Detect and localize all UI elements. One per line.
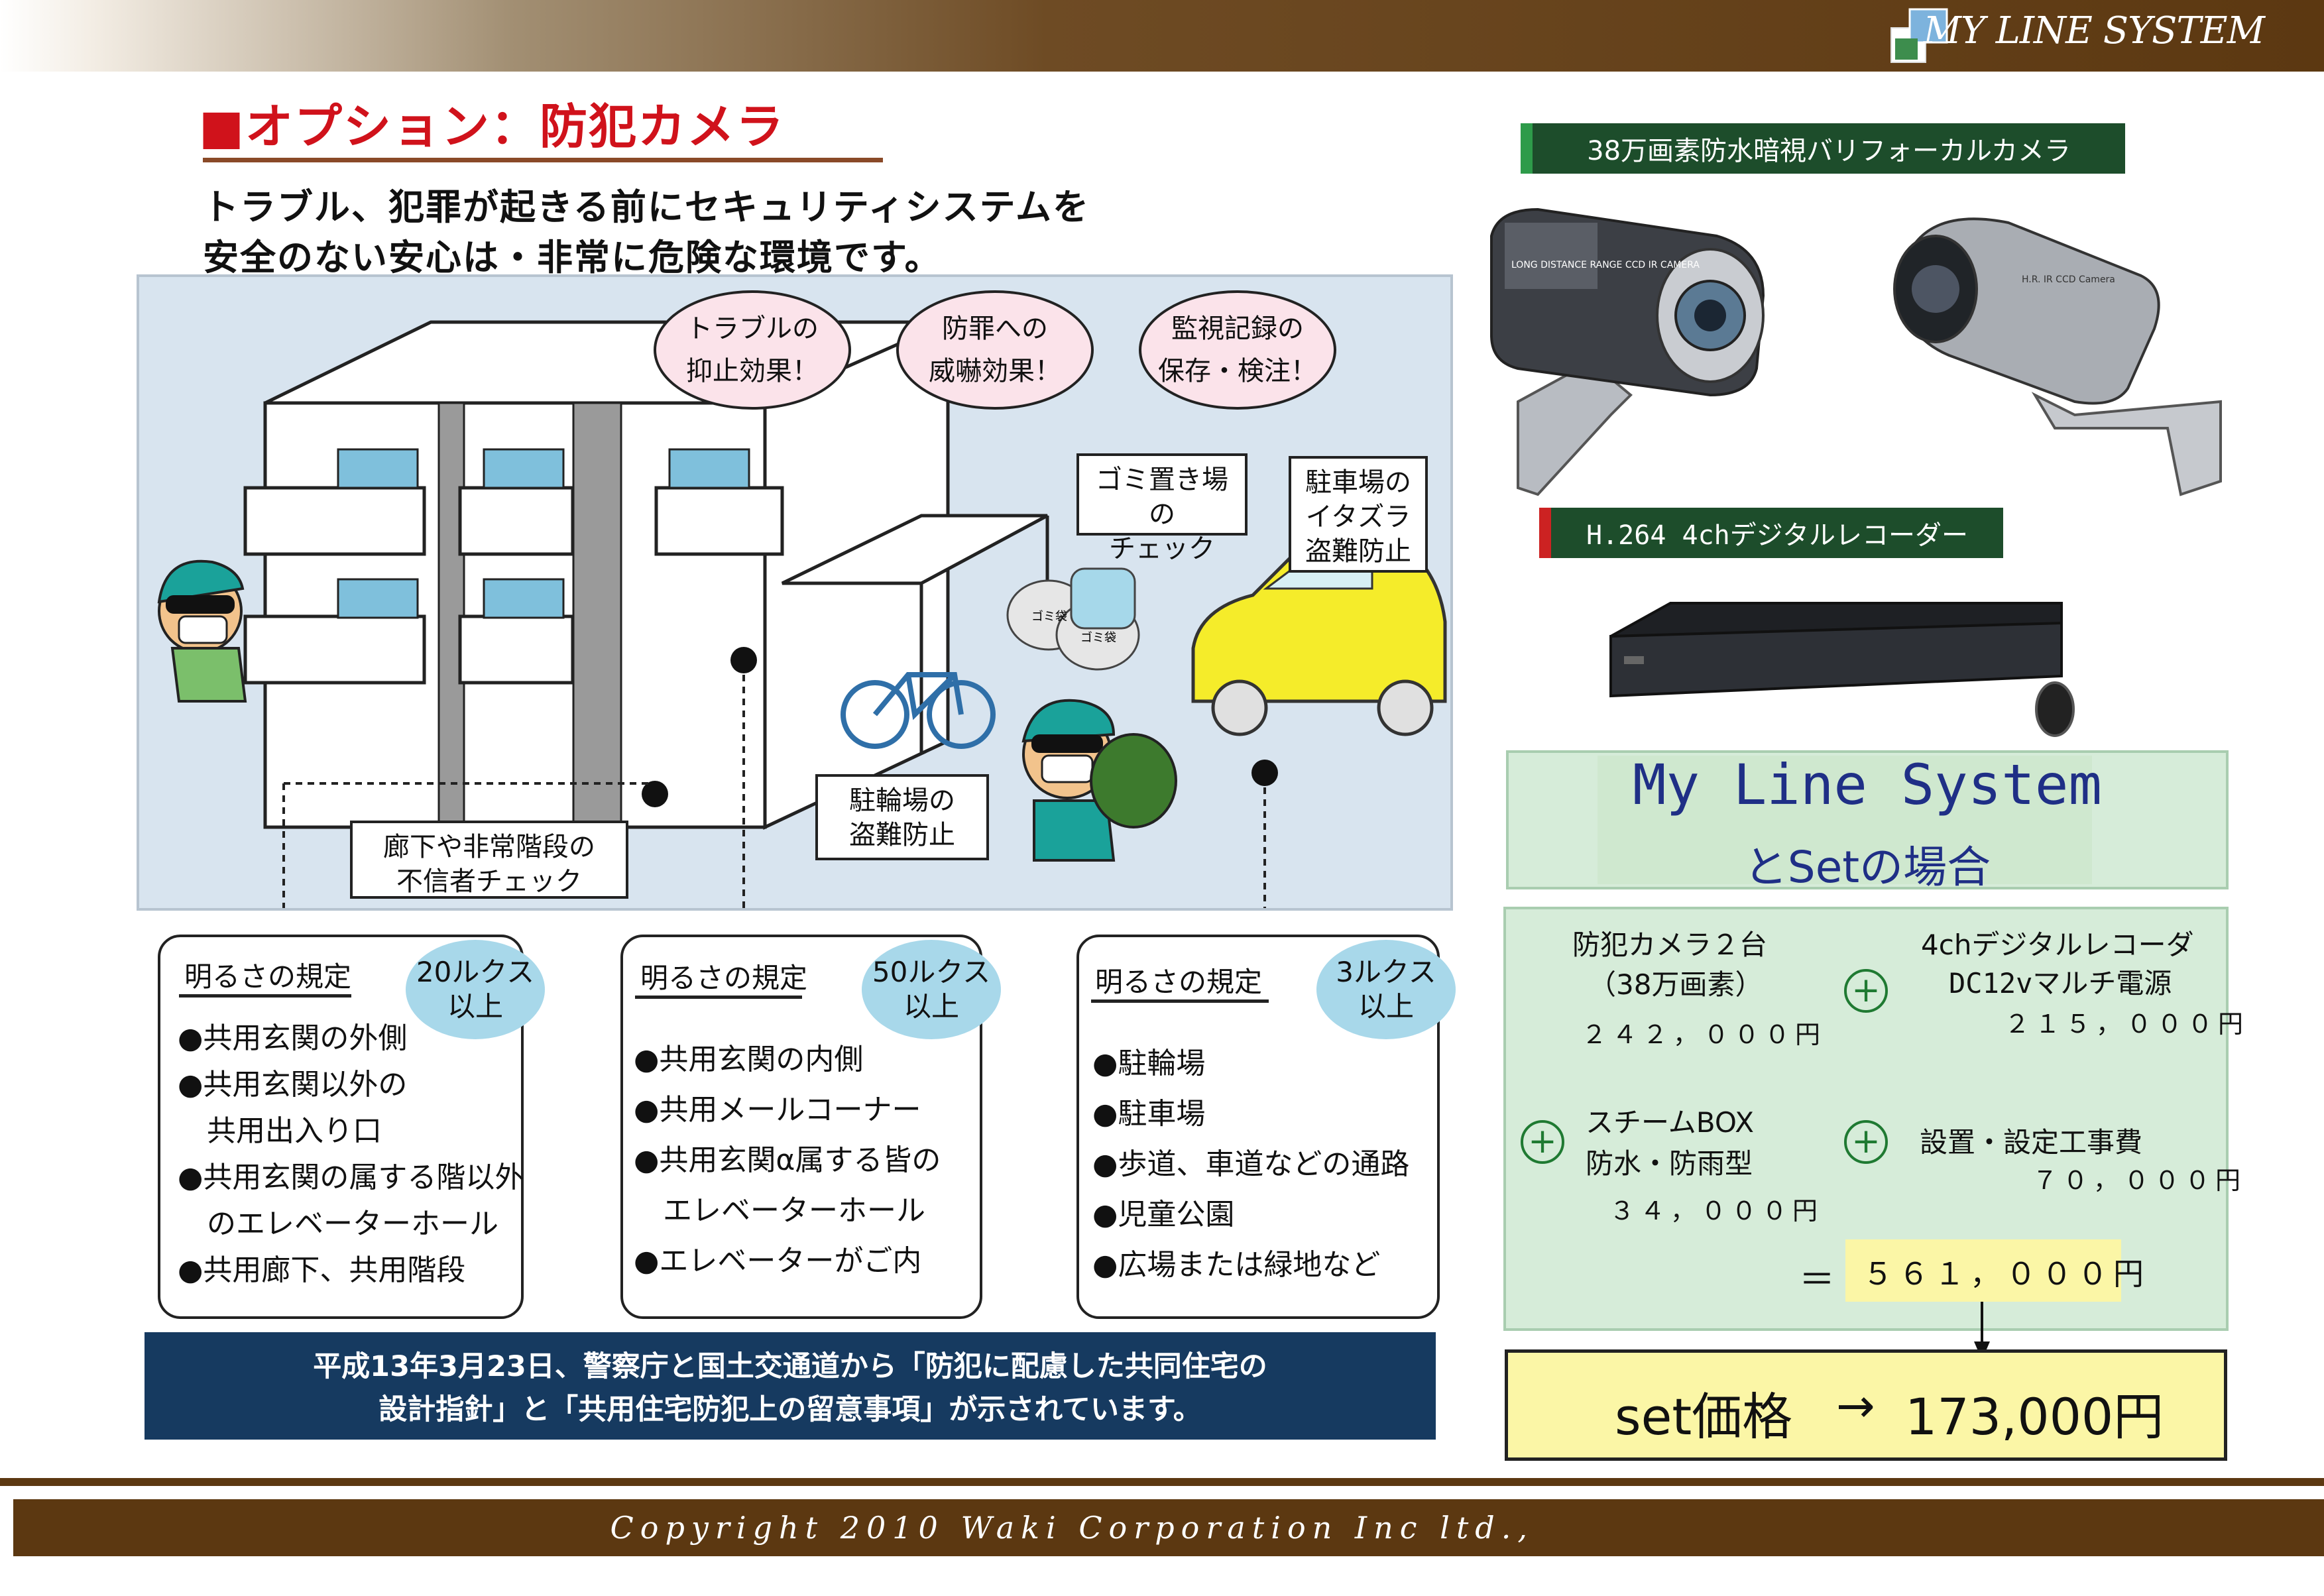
rule-2-item: ●共用玄関の内側 <box>634 1043 864 1076</box>
note-parking-protection: 駐車場の イタズラ 盗難防止 <box>1289 456 1428 573</box>
rule-2-item: エレベーターホール <box>634 1194 925 1227</box>
plus-icon: + <box>1844 1120 1888 1164</box>
rule-3-item: ●歩道、車道などの通路 <box>1092 1147 1410 1181</box>
rule-2-item: ●エレベーターがご内 <box>634 1244 922 1278</box>
rule-3-item: ●児童公園 <box>1092 1198 1235 1231</box>
copyright-text: Copyright 2010 Waki Corporation Inc ltd.… <box>610 1510 1534 1546</box>
camera-2-icon: H.R. IR CCD Camera <box>1893 217 2222 496</box>
lead-line-1: トラブル、犯罪が起きる前にセキュリティシステムを <box>203 186 1090 228</box>
camera-2-marking: H.R. IR CCD Camera <box>2022 274 2115 285</box>
rule-1-underline <box>179 994 351 997</box>
item-camera-price: ２４２，０００円 <box>1582 1020 1826 1049</box>
total-price: ５６１，０００円 <box>1863 1256 2149 1292</box>
set-price-label: set価格 <box>1615 1387 1793 1446</box>
brand-name: MY LINE SYSTEM <box>1923 9 2265 52</box>
rule-3-heading: 明るさの規定 <box>1095 966 1263 998</box>
rule-3-item: ●駐車場 <box>1092 1097 1206 1131</box>
camera-1-icon: LONG DISTANCE RANGE CCD IR CAMERA <box>1490 207 1765 496</box>
item-recorder-sub: DC12vマルチ電源 <box>1949 967 2172 999</box>
rule-2-heading: 明るさの規定 <box>640 962 808 994</box>
right-arrow-icon: → <box>1836 1379 1875 1433</box>
item-box-sub: 防水・防雨型 <box>1586 1147 1753 1180</box>
plus-icon: + <box>1521 1120 1564 1164</box>
garbage-bag-label: ゴミ袋 <box>1031 610 1067 624</box>
callout-recording: 監視記録の 保存・検注！ <box>1139 290 1336 410</box>
total-highlight <box>1845 1239 2121 1302</box>
rule-1-item: 共用出入り口 <box>178 1114 382 1148</box>
rule-3-item: ●駐輪場 <box>1092 1047 1206 1080</box>
note-garbage-check: ゴミ置き場の チェック <box>1076 453 1248 564</box>
rule-3-underline <box>1091 999 1269 1003</box>
my-line-system-highlight <box>1598 756 2092 884</box>
set-price-box <box>1505 1349 2227 1461</box>
lead-line-2: 安全のない安心は・非常に危険な環境です。 <box>203 237 942 278</box>
item-box-price: ３４，０００円 <box>1609 1196 1824 1226</box>
guideline-notice: 平成13年3月23日、警察庁と国土交通道から「防犯に配慮した共同住宅の 設計指針… <box>145 1332 1436 1440</box>
system-title: My Line System <box>1632 752 2102 817</box>
note-corridor-check: 廊下や非常階段の 不信者チェック <box>350 821 628 899</box>
lux-badge-50: 50ルクス 以上 <box>862 940 1001 1039</box>
item-recorder-price: ２１５，０００円 <box>2004 1009 2249 1039</box>
rule-1-item: ●共用玄関の属する階以外 <box>178 1161 524 1194</box>
note-bicycle-protection: 駐輪場の 盗難防止 <box>815 774 989 860</box>
callout-intimidation: 防罪への 威嚇効果！ <box>896 290 1094 410</box>
rule-1-heading: 明るさの規定 <box>184 960 352 993</box>
rule-1-item: ●共用玄関の外側 <box>178 1021 408 1055</box>
title-underline <box>203 158 883 162</box>
brand-logo-icon <box>1890 8 1948 63</box>
rule-1-item: ●共用玄関以外の <box>178 1068 408 1102</box>
footer-bar <box>13 1499 2324 1556</box>
rule-1-item: ●共用廊下、共用階段 <box>178 1253 466 1287</box>
camera-1-marking: LONG DISTANCE RANGE CCD IR CAMERA <box>1511 260 1700 270</box>
system-subtitle: とSetの場合 <box>1743 842 1991 893</box>
rule-2-item: ●共用メールコーナー <box>634 1093 921 1127</box>
page-title: ■オプション：防犯カメラ <box>199 99 785 154</box>
item-box-name: スチームBOX <box>1586 1106 1754 1139</box>
dvr-recorder-icon <box>1609 602 2075 737</box>
item-camera-sub: （38万画素） <box>1588 968 1763 1001</box>
rule-2-item: ●共用玄関α属する皆の <box>634 1143 941 1177</box>
set-price-value: 173,000円 <box>1905 1387 2164 1446</box>
rule-1-item: のエレベーターホール <box>178 1207 498 1241</box>
plus-icon: + <box>1844 969 1888 1013</box>
garbage-bag-label-2: ゴミ袋 <box>1080 631 1116 645</box>
equals-sign: ＝ <box>1799 1259 1835 1300</box>
item-install-price: ７０，０００円 <box>2032 1166 2246 1195</box>
notice-line-2: 設計指針」と「共用住宅防犯上の留意事項」が示されています。 <box>378 1393 1202 1426</box>
item-camera-name: 防犯カメラ２台 <box>1572 929 1768 961</box>
rule-2-underline <box>635 996 802 999</box>
callout-deterrence: トラブルの 抑止効果！ <box>654 290 851 410</box>
recorder-product-label: H.264 4chデジタルレコーダー <box>1539 508 2003 558</box>
scene-drawing: ゴミ袋 ゴミ袋 <box>157 319 1447 908</box>
camera-product-label: 38万画素防水暗視バリフォーカルカメラ <box>1521 123 2125 174</box>
item-recorder-name: 4chデジタルレコーダ <box>1921 929 2194 961</box>
footer-divider <box>0 1478 2324 1486</box>
item-install-name: 設置・設定工事費 <box>1920 1126 2143 1159</box>
lux-badge-20: 20ルクス 以上 <box>406 940 545 1039</box>
security-scene-illustration: ゴミ袋 ゴミ袋 トラブルの 抑止効果！ 防罪への 威嚇効果！ 監視記録の 保存・… <box>137 274 1453 911</box>
rule-3-item: ●広場または緑地など <box>1092 1248 1381 1282</box>
notice-line-1: 平成13年3月23日、警察庁と国土交通道から「防犯に配慮した共同住宅の <box>313 1350 1267 1383</box>
lux-badge-3: 3ルクス 以上 <box>1316 940 1456 1039</box>
